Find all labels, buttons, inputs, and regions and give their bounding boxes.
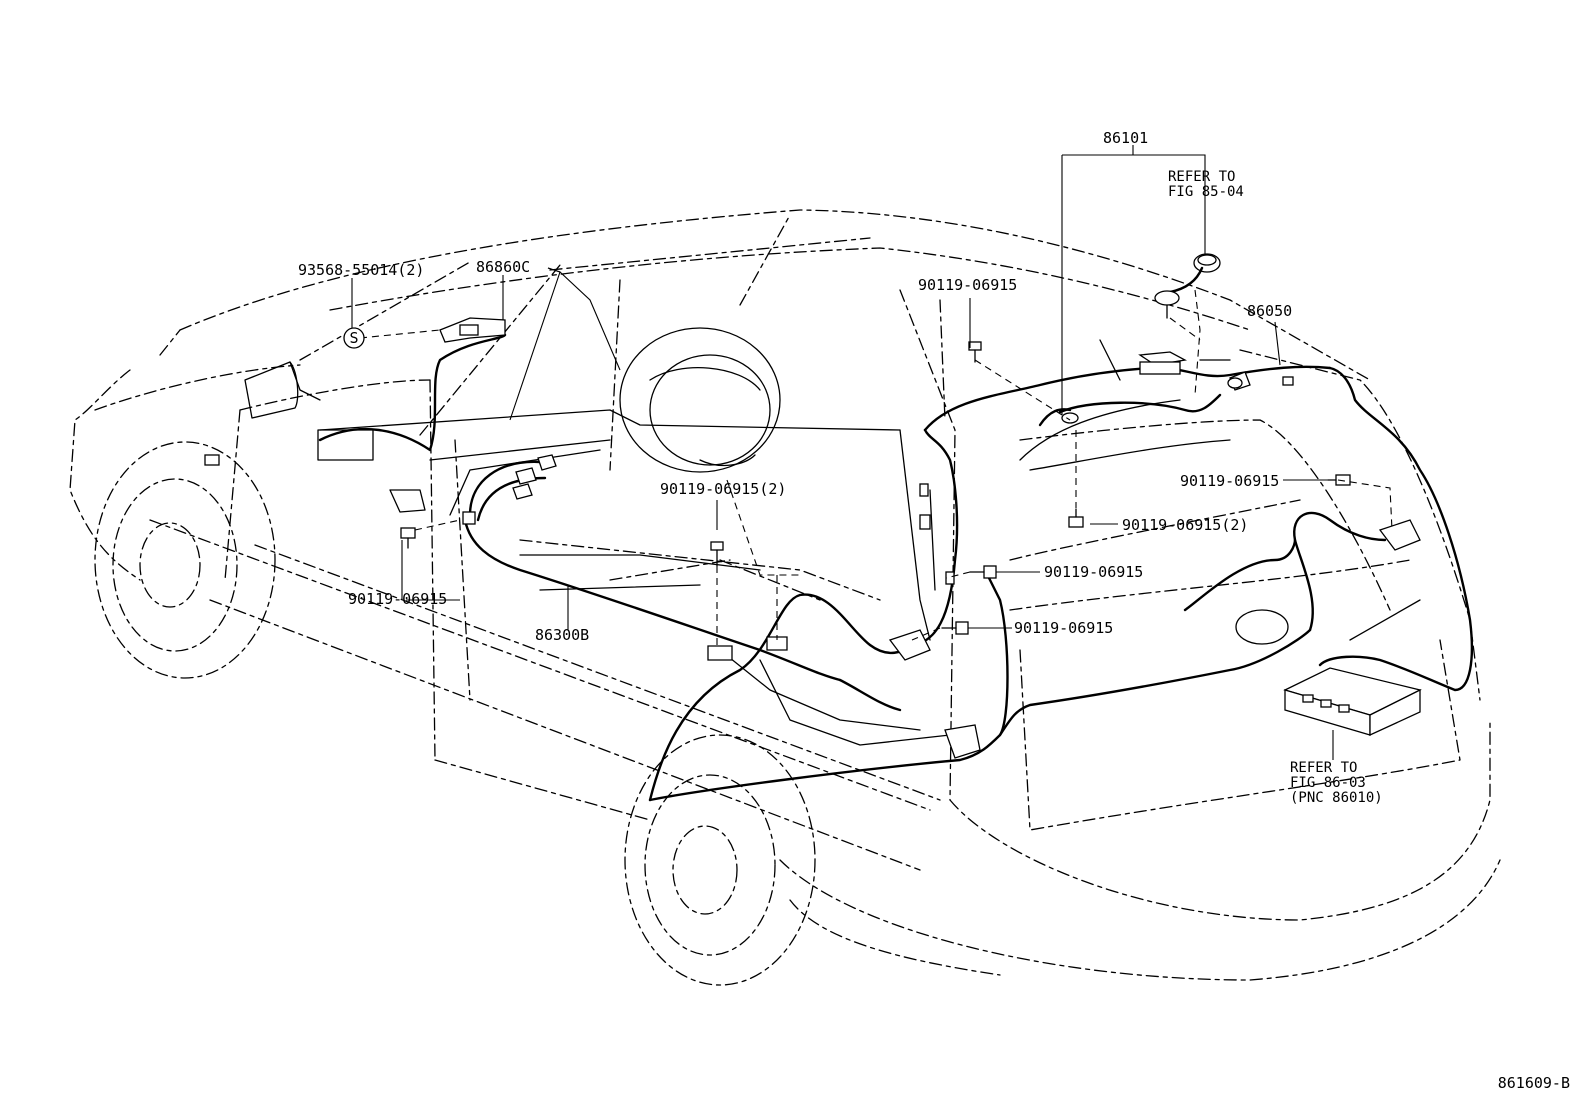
label-bolt-center: 90119-06915(2) bbox=[660, 480, 786, 498]
label-93568: 93568-55014(2) bbox=[298, 261, 424, 279]
bolt-icon-group bbox=[400, 341, 1351, 661]
refer-top-line2: FIG 85-04 bbox=[1168, 184, 1244, 200]
leader-lines bbox=[351, 145, 1335, 760]
bolt-icon bbox=[941, 621, 969, 635]
antenna-base-86101 bbox=[1154, 253, 1221, 319]
connectors bbox=[462, 454, 1421, 759]
label-86300b: 86300B bbox=[535, 626, 589, 644]
label-bolt-pillar-2: 90119-06915 bbox=[1014, 619, 1113, 637]
label-bolt-rear-right: 90119-06915 bbox=[1180, 472, 1279, 490]
clip-icon bbox=[1061, 412, 1079, 424]
label-86860c: 86860C bbox=[476, 258, 530, 276]
front-wheel bbox=[94, 441, 276, 679]
bolt-icon bbox=[710, 541, 724, 567]
bracket-86860c bbox=[439, 317, 506, 343]
bolt-icon bbox=[969, 565, 997, 579]
bolt-icon bbox=[400, 527, 416, 549]
steering-wheel bbox=[619, 327, 781, 473]
amplifier-box bbox=[1283, 667, 1422, 737]
antenna-cord-86101 bbox=[648, 366, 1474, 802]
rear-wheel bbox=[624, 734, 816, 986]
refer-bottom-line3: (PNC 86010) bbox=[1290, 790, 1383, 806]
interior-outline bbox=[204, 327, 1421, 746]
s-marker-text: S bbox=[349, 329, 358, 347]
bolt-icon bbox=[1068, 508, 1084, 528]
figure-id: 861609-B bbox=[1498, 1074, 1570, 1092]
refer-bottom-line2: FIG 86-03 bbox=[1290, 775, 1366, 791]
clip-icon bbox=[766, 636, 788, 651]
phantom-links bbox=[359, 289, 1393, 650]
car-body-outline bbox=[69, 209, 1501, 981]
clip-icon bbox=[707, 645, 733, 661]
label-bolt-roof: 90119-06915(2) bbox=[1122, 516, 1248, 534]
antenna-amplifier-86050 bbox=[1138, 351, 1294, 391]
antenna-cord-86300b bbox=[318, 333, 902, 712]
refer-bottom-line1: REFER TO bbox=[1290, 760, 1357, 776]
label-86050: 86050 bbox=[1247, 302, 1292, 320]
label-clip-top: 90119-06915 bbox=[918, 276, 1017, 294]
s-marker: S bbox=[343, 327, 365, 349]
refer-top-line1: REFER TO bbox=[1168, 169, 1235, 185]
clip-icon bbox=[1227, 377, 1243, 389]
bolt-icon bbox=[968, 341, 982, 363]
label-bolt-pillar-1: 90119-06915 bbox=[1044, 563, 1143, 581]
label-screw-left: 90119-06915 bbox=[348, 590, 447, 608]
label-86101: 86101 bbox=[1103, 129, 1148, 147]
part-labels: 86101 REFER TO FIG 85-04 86050 90119-069… bbox=[298, 129, 1570, 1092]
